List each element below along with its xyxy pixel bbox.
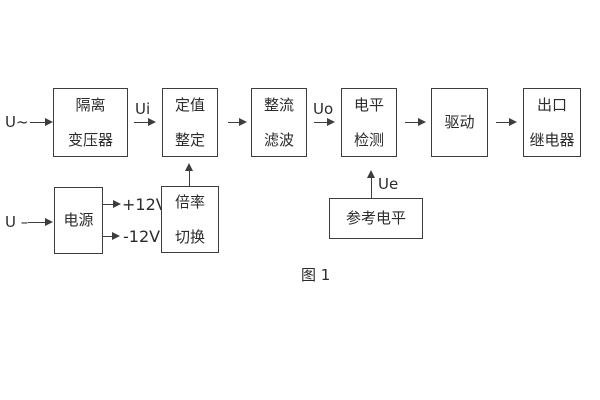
block-label: 整流 bbox=[263, 95, 294, 114]
block-rate-switch: 倍率 切换 bbox=[161, 186, 219, 253]
block-label: 继电器 bbox=[529, 130, 575, 149]
plus-12v-label: +12V bbox=[122, 195, 167, 214]
arrow-minus-12v bbox=[103, 232, 120, 240]
block-label: 整定 bbox=[174, 130, 205, 149]
block-level-detect: 电平 检测 bbox=[341, 88, 397, 157]
block-isolation-transformer: 隔离 变压器 bbox=[53, 88, 128, 157]
arrow-plus-12v bbox=[103, 200, 121, 208]
signal-ue-label: Ue bbox=[378, 175, 399, 193]
block-label: 参考电平 bbox=[345, 209, 406, 227]
arrow-rate-switch-to-setting bbox=[185, 163, 193, 186]
figure-caption: 图 1 bbox=[301, 266, 331, 284]
block-label: 驱动 bbox=[444, 113, 475, 131]
block-power-supply: 电源 bbox=[54, 187, 103, 254]
block-label: 切换 bbox=[174, 227, 205, 246]
arrow-setting-to-rectifier bbox=[228, 118, 247, 126]
block-label: 滤波 bbox=[263, 130, 294, 149]
block-label: 定值 bbox=[174, 95, 205, 114]
arrow-ac-input bbox=[30, 118, 53, 126]
block-label: 倍率 bbox=[174, 192, 205, 211]
block-reference-level: 参考电平 bbox=[329, 198, 423, 239]
signal-ui-label: Ui bbox=[135, 100, 151, 118]
block-label: 出口 bbox=[536, 95, 567, 114]
arrow-uo bbox=[314, 118, 335, 126]
arrow-ui bbox=[134, 118, 156, 126]
arrow-level-to-drive bbox=[405, 118, 426, 126]
arrow-drive-to-relay bbox=[496, 118, 517, 126]
block-drive: 驱动 bbox=[431, 88, 488, 157]
block-setting-adjust: 定值 整定 bbox=[162, 88, 218, 157]
block-label: 电源 bbox=[63, 211, 94, 229]
arrow-reference-ue bbox=[367, 170, 375, 198]
block-rectifier-filter: 整流 滤波 bbox=[251, 88, 307, 157]
dc-input-label: U – bbox=[5, 213, 29, 231]
block-output-relay: 出口 继电器 bbox=[523, 88, 581, 157]
arrow-dc-input bbox=[28, 218, 53, 226]
signal-uo-label: Uo bbox=[313, 100, 334, 118]
block-label: 检测 bbox=[353, 130, 384, 149]
minus-12v-label: -12V bbox=[123, 227, 161, 246]
block-label: 电平 bbox=[353, 95, 384, 114]
block-label: 隔离 bbox=[75, 95, 106, 114]
block-label: 变压器 bbox=[67, 130, 113, 149]
ac-input-label: U~ bbox=[5, 113, 29, 131]
